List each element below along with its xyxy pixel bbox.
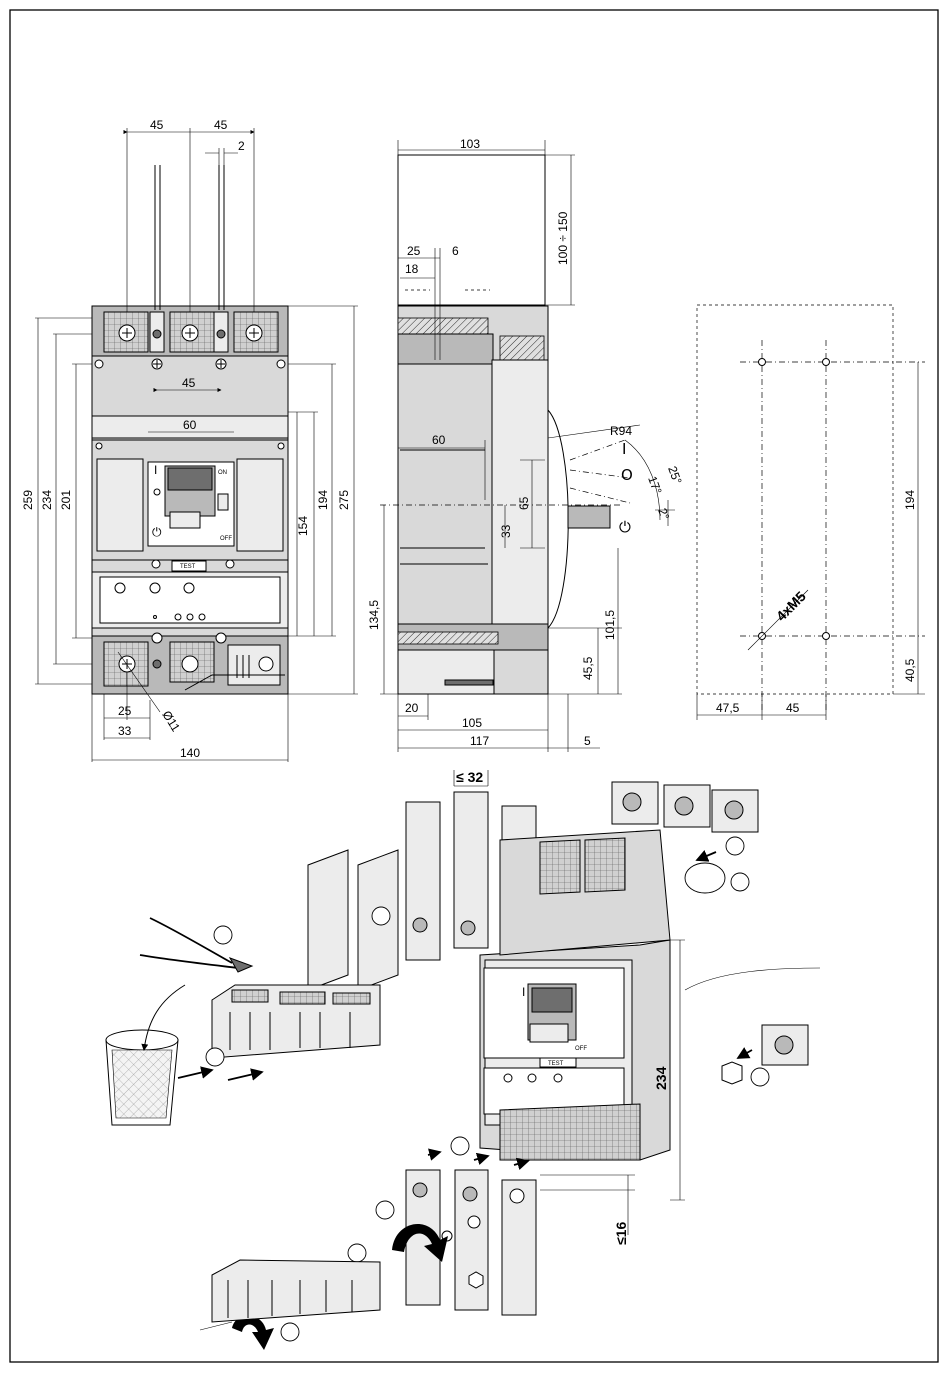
dim-259: 259 bbox=[21, 490, 35, 510]
drilling-plan: 194 40,5 47,5 45 4xM5 bbox=[697, 305, 925, 720]
dim-20: 20 bbox=[405, 701, 419, 715]
front-on-text: ON bbox=[218, 470, 227, 476]
mount-off-text: OFF bbox=[575, 1046, 587, 1052]
dim-60-side: 60 bbox=[432, 433, 446, 447]
dim-25: 25 bbox=[118, 704, 132, 718]
bar-max: ≤ 32 bbox=[456, 769, 483, 785]
mount-on-mark: I bbox=[522, 985, 525, 999]
dim-140: 140 bbox=[180, 746, 200, 760]
front-off-text: OFF bbox=[220, 536, 232, 542]
drill-dim-47-5: 47,5 bbox=[716, 701, 740, 715]
dim-45-mount: 45 bbox=[182, 376, 196, 390]
front-on-mark: I bbox=[154, 463, 157, 477]
dim-25-side: 25 bbox=[407, 244, 421, 258]
dim-65: 65 bbox=[517, 496, 531, 510]
mount-dim-234: 234 bbox=[653, 1066, 669, 1090]
drill-screws: 4xM5 bbox=[773, 588, 809, 624]
dim-a17: 17° bbox=[645, 474, 664, 496]
dim-154: 154 bbox=[296, 516, 310, 536]
dim-105: 105 bbox=[462, 716, 482, 730]
dim-33-side: 33 bbox=[499, 524, 513, 538]
dim-194: 194 bbox=[316, 490, 330, 510]
dim-R94: R94 bbox=[610, 424, 632, 438]
front-power-symbol: ⏻ bbox=[152, 525, 162, 539]
dim-45-left: 45 bbox=[150, 118, 164, 132]
mount-test-label: TEST bbox=[548, 1061, 564, 1067]
dim-a2: 2° bbox=[655, 506, 672, 522]
dim-33: 33 bbox=[118, 724, 132, 738]
dim-2: 2 bbox=[238, 139, 245, 153]
drill-dim-194: 194 bbox=[903, 490, 917, 510]
dim-hole: Ø11 bbox=[159, 708, 183, 734]
dim-100-150: 100 ÷ 150 bbox=[556, 211, 570, 265]
dim-201: 201 bbox=[59, 490, 73, 510]
side-view: I O ⏻ R94 25° 17° 2° 103 100 ÷ 150 25 6 … bbox=[367, 137, 685, 752]
dim-45-right: 45 bbox=[214, 118, 228, 132]
dim-18: 18 bbox=[405, 262, 419, 276]
mount-dim-16: ≤16 bbox=[613, 1222, 629, 1245]
dim-234: 234 bbox=[40, 490, 54, 510]
mounting-view: ≤ 32 I OFF TEST bbox=[106, 769, 820, 1350]
dim-275: 275 bbox=[337, 490, 351, 510]
drill-dim-40-5: 40,5 bbox=[903, 658, 917, 682]
drill-dim-45: 45 bbox=[786, 701, 800, 715]
top-terminals bbox=[104, 312, 278, 352]
front-test-label: TEST bbox=[180, 564, 196, 570]
side-pos-o: O bbox=[621, 466, 633, 484]
front-view: I ON OFF ⏻ TEST bbox=[21, 118, 358, 762]
dim-6: 6 bbox=[452, 244, 459, 258]
dim-103: 103 bbox=[460, 137, 480, 151]
dim-5: 5 bbox=[584, 734, 591, 748]
side-pos-on: I bbox=[622, 440, 626, 458]
dim-101-5: 101,5 bbox=[603, 610, 617, 640]
dim-45-5: 45,5 bbox=[581, 656, 595, 680]
dim-117: 117 bbox=[470, 734, 489, 748]
dim-a25: 25° bbox=[665, 464, 684, 486]
dim-60: 60 bbox=[183, 418, 197, 432]
side-pos-off: ⏻ bbox=[619, 518, 631, 536]
dim-134-5: 134,5 bbox=[367, 600, 381, 630]
